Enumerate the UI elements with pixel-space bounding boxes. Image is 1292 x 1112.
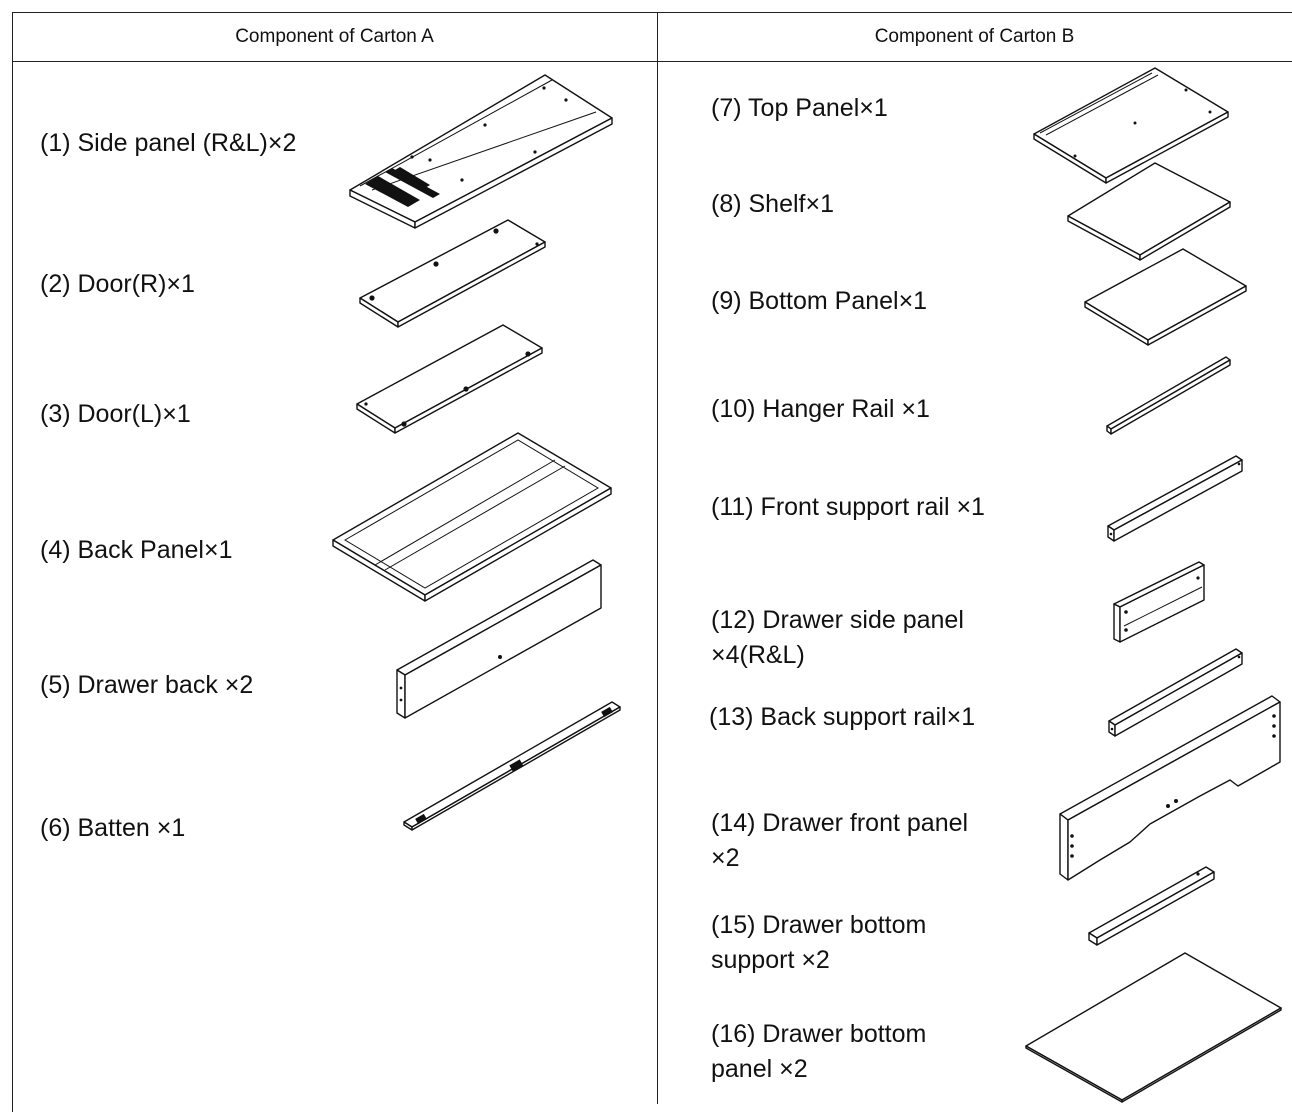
bottom-panel-icon <box>1085 249 1246 345</box>
label-back-support-rail: (13) Back support rail×1 <box>709 703 976 731</box>
label-top-panel: (7) Top Panel×1 <box>711 94 888 122</box>
label-drawer-front-panel-qty: ×2 <box>711 844 740 872</box>
label-shelf: (8) Shelf×1 <box>711 190 834 218</box>
door-right-icon <box>360 220 545 327</box>
drawer-bottom-panel-icon <box>1026 953 1281 1102</box>
back-panel-icon <box>333 433 611 601</box>
drawer-front-panel-icon <box>1060 696 1280 880</box>
components-table <box>12 12 1292 1112</box>
side-panel-icon <box>350 75 612 228</box>
label-bottom-panel: (9) Bottom Panel×1 <box>711 287 928 315</box>
header-divider <box>12 61 1292 62</box>
column-divider <box>657 12 658 1104</box>
label-drawer-bottom-panel: (16) Drawer bottom <box>711 1020 927 1048</box>
batten-icon <box>404 702 620 830</box>
label-side-panel: (1) Side panel (R&L)×2 <box>40 129 297 157</box>
back-support-rail-icon <box>1109 649 1242 736</box>
label-drawer-bottom-panel-qty: panel ×2 <box>711 1055 808 1083</box>
header-carton-b: Component of Carton B <box>874 25 1075 47</box>
drawer-side-panel-icon <box>1114 562 1204 642</box>
header-carton-a: Component of Carton A <box>235 25 434 47</box>
door-left-icon <box>357 325 542 433</box>
top-panel-icon <box>1034 68 1228 183</box>
label-batten: (6) Batten ×1 <box>40 814 186 842</box>
label-drawer-back: (5) Drawer back ×2 <box>40 671 254 699</box>
label-door-left: (3) Door(L)×1 <box>40 400 191 428</box>
label-hanger-rail: (10) Hanger Rail ×1 <box>711 395 930 423</box>
shelf-icon <box>1068 163 1230 260</box>
label-front-support-rail: (11) Front support rail ×1 <box>711 493 985 521</box>
label-drawer-bottom-support: (15) Drawer bottom <box>711 911 927 939</box>
label-drawer-side-panel: (12) Drawer side panel <box>711 606 964 634</box>
drawer-back-icon <box>397 560 601 718</box>
label-drawer-side-panel-qty: ×4(R&L) <box>711 641 805 669</box>
front-support-rail-icon <box>1108 456 1242 541</box>
label-door-right: (2) Door(R)×1 <box>40 270 195 298</box>
label-drawer-bottom-support-qty: support ×2 <box>711 946 830 974</box>
label-back-panel: (4) Back Panel×1 <box>40 536 233 564</box>
drawer-bottom-support-icon <box>1089 867 1214 945</box>
hanger-rail-icon <box>1107 357 1230 434</box>
label-drawer-front-panel: (14) Drawer front panel <box>711 809 969 837</box>
